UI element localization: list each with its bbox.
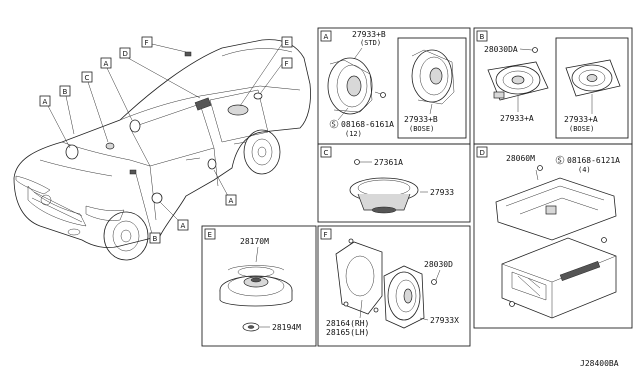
part-27933a-std: 27933+A <box>500 114 534 123</box>
callout-f-1[interactable] <box>141 36 153 48</box>
callout-a-1-label: A <box>43 98 48 106</box>
panel-b-tag-label: B <box>480 33 485 41</box>
part-27933a-bose: 27933+A <box>564 115 598 124</box>
callout-e-label: E <box>285 39 289 47</box>
callout-d-label: D <box>123 50 128 58</box>
vehicle-callouts: A B C A D F E F A A <box>39 36 293 244</box>
part-28030da: 28030DA <box>484 45 518 54</box>
panel-d-tag <box>476 146 488 158</box>
panel-a-tag <box>320 30 332 42</box>
panel-e-tag <box>204 228 216 240</box>
screw-08168-6161a: 08168-6161A <box>341 120 394 129</box>
panel-f-tag <box>320 228 332 240</box>
callout-c[interactable] <box>81 71 93 83</box>
panel-b: B 28030DA 27933+A 27933+A (BOSE) <box>473 27 633 145</box>
screw-qty-a: (12) <box>345 130 362 138</box>
callout-b-1-label: B <box>63 88 68 96</box>
callout-b-1[interactable] <box>59 85 71 97</box>
callout-f-2-label: F <box>285 60 289 68</box>
callout-b-2-label: B <box>153 235 158 243</box>
panel-e: E 28170M 28194M <box>201 225 317 347</box>
panel-c-tag-label: C <box>324 149 329 157</box>
panel-b-tag <box>476 30 488 42</box>
part-27361a: 27361A <box>374 158 403 167</box>
screw-08168-6121a: 08168-6121A <box>567 156 620 165</box>
part-28164-rh: 28164(RH) <box>326 319 369 328</box>
vehicle-illustration <box>13 39 311 261</box>
panel-e-tag-label: E <box>208 231 212 239</box>
part-27933x: 27933X <box>430 316 459 325</box>
part-28194m: 28194M <box>272 323 301 332</box>
screw-qty-d: (4) <box>578 166 591 174</box>
panel-d-tag-label: D <box>480 149 485 157</box>
screw-symbol-d: S <box>558 157 562 165</box>
callout-e[interactable] <box>281 36 293 48</box>
callout-f-1-label: F <box>145 39 149 47</box>
part-27933b-std: 27933+B <box>352 30 386 39</box>
callout-a-4[interactable] <box>177 219 189 231</box>
panel-f-tag-label: F <box>324 231 328 239</box>
diagram-id: J28400BA <box>580 359 619 368</box>
part-28165-lh: 28165(LH) <box>326 328 369 337</box>
callout-b-2[interactable] <box>149 232 161 244</box>
callout-a-4-label: A <box>181 222 186 230</box>
panel-a-tag-label: A <box>324 33 329 41</box>
part-27933b-bose: 27933+B <box>404 115 438 124</box>
panel-f: F 28030D 28164(RH) 28165(LH) 27933X <box>317 225 471 347</box>
part-28030d: 28030D <box>424 260 453 269</box>
part-27933b-bose-note: (BOSE) <box>409 125 434 133</box>
part-28060m: 28060M <box>506 154 535 163</box>
callout-a-2[interactable] <box>100 57 112 69</box>
panel-a: A 27933+B (STD) S 08168-6161A (12) 27933… <box>317 27 471 145</box>
callout-a-3-label: A <box>229 197 234 205</box>
callout-a-2-label: A <box>104 60 109 68</box>
part-28170m: 28170M <box>240 237 269 246</box>
callout-c-label: C <box>85 74 90 82</box>
part-27933b-std-note: (STD) <box>360 39 381 47</box>
panel-c-tag <box>320 146 332 158</box>
callout-f-2[interactable] <box>281 57 293 69</box>
callout-a-3[interactable] <box>225 194 237 206</box>
part-27933: 27933 <box>430 188 454 197</box>
screw-symbol-a: S <box>332 121 336 129</box>
callout-a-1[interactable] <box>39 95 51 107</box>
panel-d: D 28060M S 08168-6121A (4) <box>473 143 633 329</box>
callout-d[interactable] <box>119 47 131 59</box>
part-27933a-bose-note: (BOSE) <box>569 125 594 133</box>
panel-c: C 27361A 27933 <box>317 143 471 223</box>
